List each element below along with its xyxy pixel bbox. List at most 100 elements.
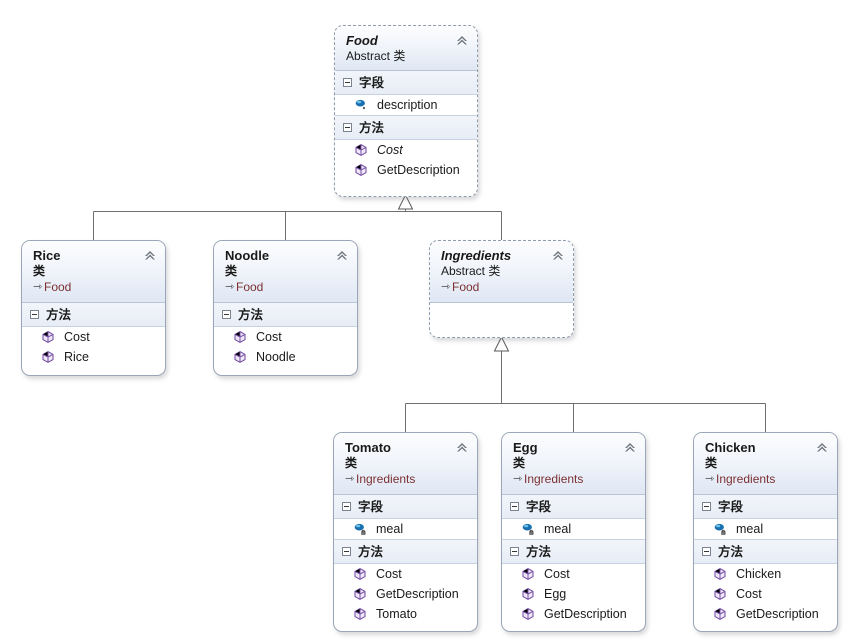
field-icon <box>355 99 366 110</box>
class-shape-ingredients[interactable]: Ingredients Abstract 类 ⇾Food <box>429 240 574 338</box>
chevron-double-up-icon[interactable] <box>455 441 469 453</box>
expander-minus-icon[interactable] <box>222 310 231 319</box>
member-row[interactable]: meal <box>694 519 837 539</box>
class-shape-noodle[interactable]: Noodle 类 ⇾Food 方法 Cost <box>213 240 358 376</box>
section-label-fields: 字段 <box>718 499 744 514</box>
class-base-rice: ⇾Food <box>33 280 155 296</box>
chevron-double-up-icon[interactable] <box>551 249 565 261</box>
section-label-methods: 方法 <box>358 544 384 559</box>
class-name-chicken: Chicken <box>705 440 756 455</box>
section-header-fields-egg[interactable]: 字段 <box>502 495 645 519</box>
class-header-egg[interactable]: Egg 类 ⇾Ingredients <box>502 433 645 495</box>
base-arrow-icon: ⇾ <box>225 281 235 293</box>
section-header-fields-tomato[interactable]: 字段 <box>334 495 477 519</box>
class-shape-tomato[interactable]: Tomato 类 ⇾Ingredients 字段 <box>333 432 478 632</box>
expander-minus-icon[interactable] <box>30 310 39 319</box>
chevron-double-up-icon[interactable] <box>623 441 637 453</box>
section-header-fields-chicken[interactable]: 字段 <box>694 495 837 519</box>
base-arrow-icon: ⇾ <box>441 281 451 293</box>
member-label: Cost <box>64 330 90 344</box>
member-row[interactable]: Tomato <box>334 604 477 624</box>
expander-minus-icon[interactable] <box>343 123 352 132</box>
expander-minus-icon[interactable] <box>343 78 352 87</box>
chevron-double-up-icon[interactable] <box>815 441 829 453</box>
class-shape-food[interactable]: Food Abstract 类 字段 description <box>334 25 478 197</box>
expander-minus-icon[interactable] <box>342 547 351 556</box>
base-class-label: Food <box>44 280 72 294</box>
member-label: GetDescription <box>736 607 819 621</box>
field-icon <box>354 523 366 535</box>
expander-minus-icon[interactable] <box>342 502 351 511</box>
class-header-chicken[interactable]: Chicken 类 ⇾Ingredients <box>694 433 837 495</box>
class-name-noodle: Noodle <box>225 248 270 263</box>
class-kind-tomato: 类 <box>345 456 358 470</box>
method-icon <box>354 607 366 621</box>
member-label: Cost <box>377 143 403 157</box>
member-row[interactable]: Egg <box>502 584 645 604</box>
method-icon <box>522 567 534 581</box>
base-class-label: Ingredients <box>716 472 776 486</box>
method-icon <box>42 350 54 364</box>
class-base-tomato: ⇾Ingredients <box>345 472 467 488</box>
expander-minus-icon[interactable] <box>510 547 519 556</box>
class-header-tomato[interactable]: Tomato 类 ⇾Ingredients <box>334 433 477 495</box>
section-header-methods-tomato[interactable]: 方法 <box>334 539 477 564</box>
class-header-ingredients[interactable]: Ingredients Abstract 类 ⇾Food <box>430 241 573 303</box>
member-row[interactable]: GetDescription <box>694 604 837 624</box>
class-base-chicken: ⇾Ingredients <box>705 472 827 488</box>
member-row[interactable]: Cost <box>502 564 645 584</box>
class-shape-egg[interactable]: Egg 类 ⇾Ingredients 字段 <box>501 432 646 632</box>
chevron-double-up-icon[interactable] <box>143 249 157 261</box>
class-kind-ingredients: Abstract 类 <box>441 264 501 278</box>
member-label: Tomato <box>376 607 417 621</box>
member-row[interactable]: GetDescription <box>502 604 645 624</box>
method-icon <box>355 143 367 157</box>
member-row[interactable]: Cost <box>694 584 837 604</box>
expander-minus-icon[interactable] <box>510 502 519 511</box>
member-row[interactable]: Chicken <box>694 564 837 584</box>
member-row[interactable]: meal <box>334 519 477 539</box>
chevron-double-up-icon[interactable] <box>335 249 349 261</box>
expander-minus-icon[interactable] <box>702 547 711 556</box>
class-header-food[interactable]: Food Abstract 类 <box>335 26 477 71</box>
section-header-methods-chicken[interactable]: 方法 <box>694 539 837 564</box>
member-row[interactable]: Noodle <box>214 347 357 367</box>
member-row[interactable]: GetDescription <box>335 160 477 180</box>
field-icon <box>522 523 534 535</box>
member-row[interactable]: Rice <box>22 347 165 367</box>
member-row[interactable]: Cost <box>22 327 165 347</box>
method-icon <box>714 607 726 621</box>
class-header-rice[interactable]: Rice 类 ⇾Food <box>22 241 165 303</box>
section-header-methods-rice[interactable]: 方法 <box>22 303 165 327</box>
member-row[interactable]: meal <box>502 519 645 539</box>
class-shape-rice[interactable]: Rice 类 ⇾Food 方法 Cost <box>21 240 166 376</box>
member-label: meal <box>376 522 404 536</box>
section-header-methods-noodle[interactable]: 方法 <box>214 303 357 327</box>
section-header-methods-food[interactable]: 方法 <box>335 115 477 140</box>
member-row[interactable]: Cost <box>214 327 357 347</box>
class-body-food: 字段 description 方法 Cost <box>335 71 477 180</box>
class-header-noodle[interactable]: Noodle 类 ⇾Food <box>214 241 357 303</box>
expander-minus-icon[interactable] <box>702 502 711 511</box>
member-label: Cost <box>736 587 762 601</box>
chevron-double-up-icon[interactable] <box>455 34 469 46</box>
member-label: Cost <box>256 330 282 344</box>
section-header-fields-food[interactable]: 字段 <box>335 71 477 95</box>
base-arrow-icon: ⇾ <box>345 473 355 485</box>
member-row[interactable]: Cost <box>335 140 477 160</box>
class-kind-noodle: 类 <box>225 264 238 278</box>
member-row[interactable]: Cost <box>334 564 477 584</box>
member-label: GetDescription <box>376 587 459 601</box>
class-shape-chicken[interactable]: Chicken 类 ⇾Ingredients 字段 <box>693 432 838 632</box>
section-header-methods-egg[interactable]: 方法 <box>502 539 645 564</box>
member-label: Rice <box>64 350 90 364</box>
member-label: Cost <box>376 567 402 581</box>
member-row[interactable]: description <box>335 95 477 115</box>
class-base-egg: ⇾Ingredients <box>513 472 635 488</box>
method-icon <box>522 607 534 621</box>
section-label-fields: 字段 <box>359 75 385 90</box>
base-class-label: Food <box>236 280 264 294</box>
base-class-label: Ingredients <box>356 472 416 486</box>
member-row[interactable]: GetDescription <box>334 584 477 604</box>
